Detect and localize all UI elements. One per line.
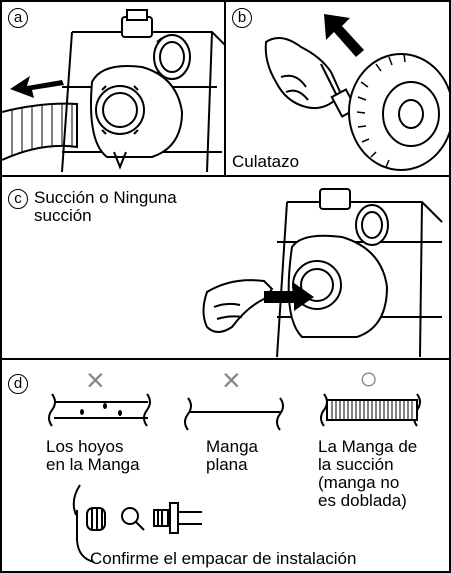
panel-c-title-line2: succión <box>34 206 92 225</box>
recoil-caption: Culatazo <box>232 152 300 171</box>
panel-c-title-line1: Succión o Ninguna <box>34 188 177 207</box>
panel-d-badge: d <box>8 374 28 394</box>
suction-hose-label-line1: La Manga de <box>318 437 418 456</box>
flat-hose-label-line1: Manga <box>206 437 258 456</box>
suction-hose-label-line3: (manga no <box>318 473 400 492</box>
suction-hose-ok-mark: ○ <box>359 360 379 396</box>
hose-holes-x-mark: × <box>86 362 105 398</box>
panel-c-badge: c <box>8 189 28 209</box>
hose-comparison-illustration <box>48 393 421 563</box>
panel-a-badge: a <box>8 8 28 28</box>
hose-holes-label-line1: Los hoyos <box>46 437 124 456</box>
suction-hose-label-line2: la succión <box>318 455 394 474</box>
installation-footer: Confirme el empacar de instalación <box>90 549 357 568</box>
flat-hose-label-line2: plana <box>206 455 248 474</box>
panel-b: b Culatazo <box>224 0 451 177</box>
suction-hose-label-line4: es doblada) <box>318 491 407 510</box>
suction-check-illustration <box>202 188 443 358</box>
panel-d: d × × ○ <box>0 358 451 573</box>
recoil-starter-illustration <box>264 14 449 171</box>
panel-c: c Succión o Ninguna succión <box>0 175 451 360</box>
pump-discharge-illustration <box>2 9 224 173</box>
hose-holes-label-line2: en la Manga <box>46 455 140 474</box>
panel-a: a <box>0 0 226 177</box>
panel-b-badge: b <box>232 8 252 28</box>
flat-hose-x-mark: × <box>222 362 241 398</box>
